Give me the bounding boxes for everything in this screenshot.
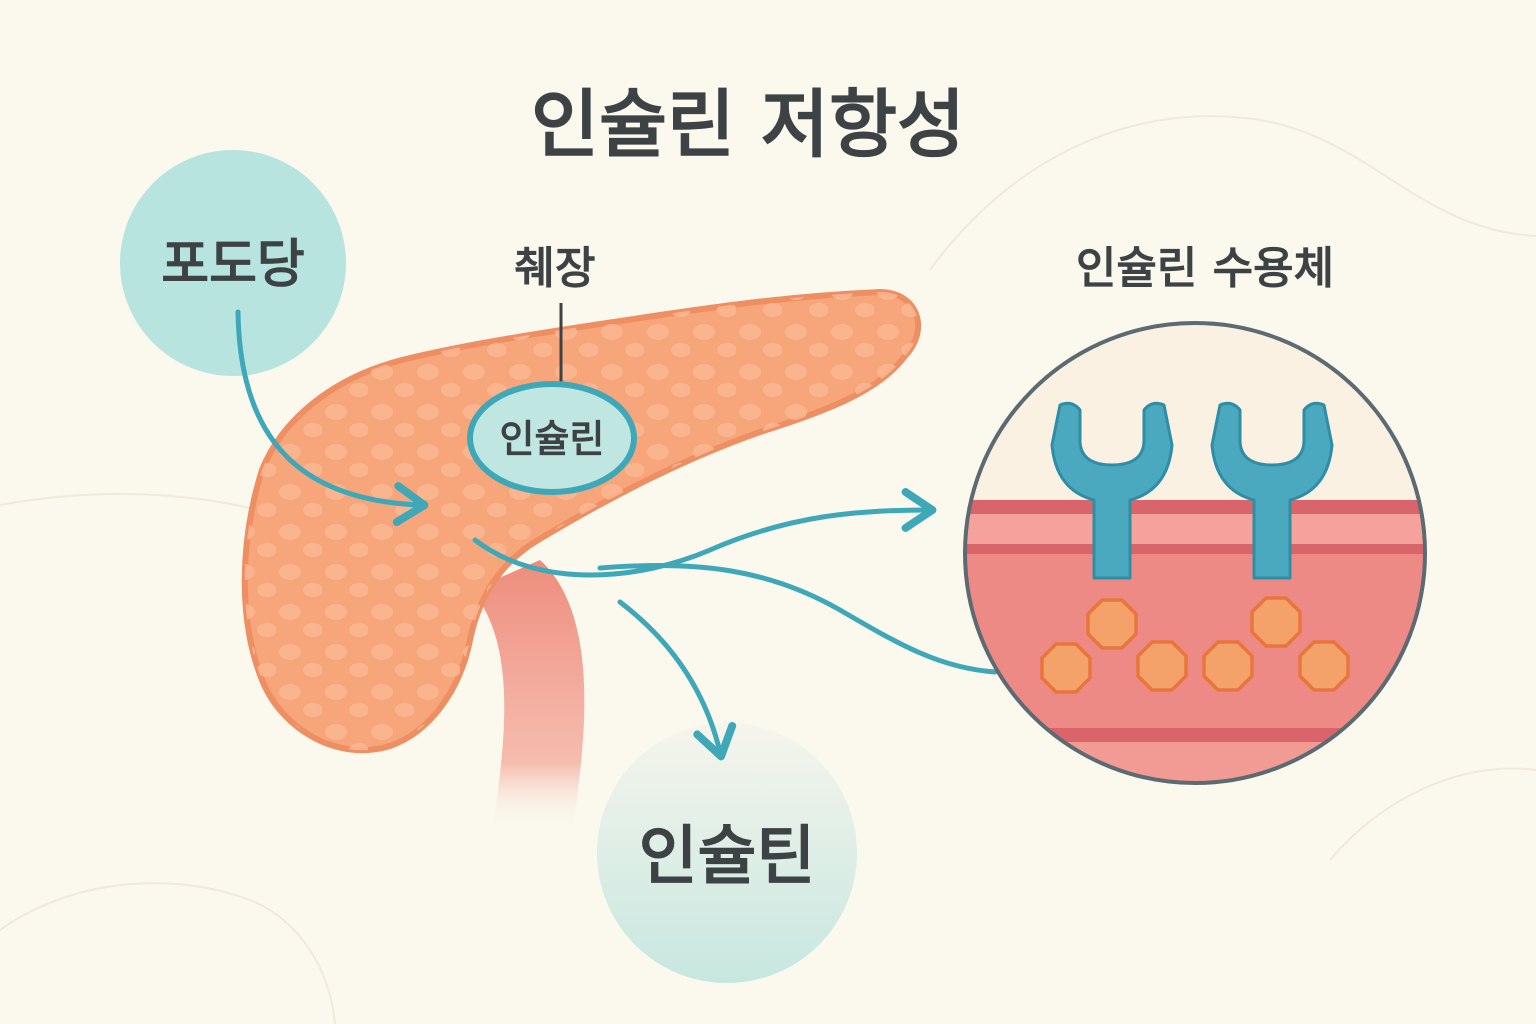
glucose-molecule-icon [1040,642,1092,694]
receptor-label: 인슐린 수용체 [1076,243,1334,294]
insulin-islet: 인슐린 [467,381,637,495]
pancreas-to-membrane-curve [597,562,998,675]
insulin-islet-label: 인슐린 [500,417,605,461]
pancreas-label: 췌장 [515,243,596,294]
glucose-molecule-icon [1250,596,1302,648]
glucose-label: 포도당 [161,235,305,295]
insulin-receptor-icon [1210,401,1334,580]
receptor-magnifier [963,321,1427,785]
pancreas-organ [241,289,922,754]
glucose-molecule-icon [1136,640,1188,692]
diagram-title: 인슐린 저항성 [531,82,965,168]
glucose-node: 포도당 [120,150,346,376]
duct [472,560,585,830]
glucose-molecule-icon [1202,640,1254,692]
flow-arrows [235,309,998,761]
glucose-to-pancreas-arrow [235,309,429,526]
insulin-output-label: 인슐틴 [639,820,816,894]
glucose-molecule-icon [1086,598,1138,650]
pancreas-to-insulin-arrow [617,599,737,761]
insulin-receptor-icon [1050,401,1174,580]
insulin-output-node: 인슐틴 [597,723,857,983]
glucose-molecules [1040,596,1350,694]
pancreas-to-receptor-arrow [472,488,937,578]
glucose-molecule-icon [1298,640,1350,692]
